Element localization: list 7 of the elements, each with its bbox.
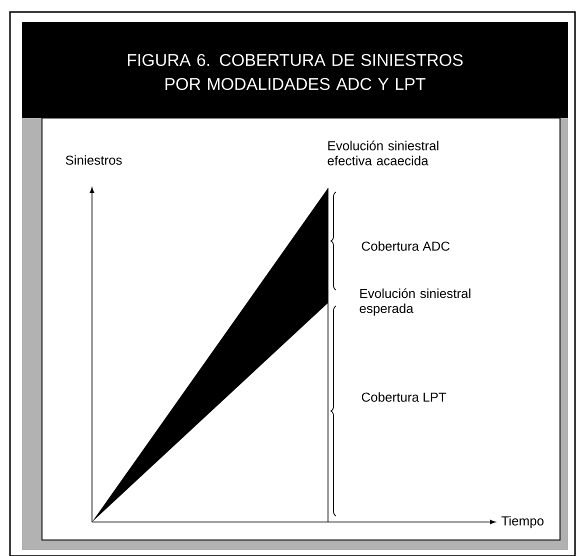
title-banner: FIGURA 6. COBERTURA DE SINIESTROS POR MODALIDADES ADC Y LPT xyxy=(22,22,568,118)
annotation-text: Evolución siniestral efectiva acaecida xyxy=(328,140,438,166)
annotation-text: Cobertura LPT xyxy=(362,392,446,402)
axis-label: Siniestros xyxy=(66,155,122,165)
axis-label: Tiempo xyxy=(502,516,544,528)
annotation-text: Cobertura ADC xyxy=(362,241,450,251)
annotation-text: Evolución siniestral esperada xyxy=(360,288,470,316)
